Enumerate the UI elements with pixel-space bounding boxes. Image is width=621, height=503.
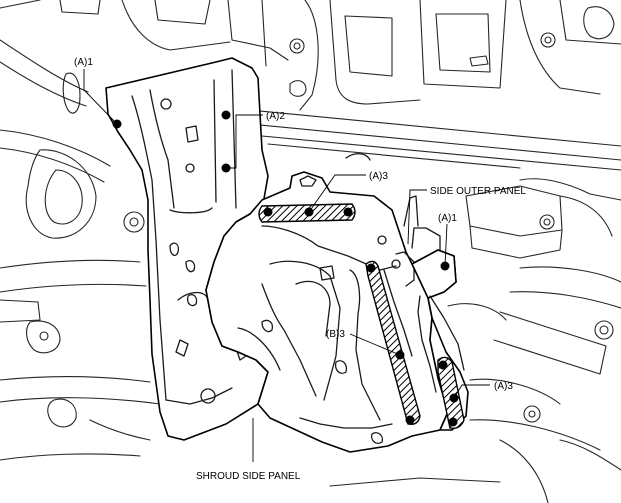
leader-a3-top [308, 174, 366, 213]
leader-a2 [226, 114, 263, 169]
label-a1-right: (A)1 [438, 213, 457, 224]
leader-side-outer-panel [407, 189, 427, 245]
weld-point-a3-top-1 [263, 207, 273, 217]
shroud-side-bracket [105, 57, 269, 441]
leader-a1-right [444, 223, 448, 267]
weld-point-a3-bottom-1 [438, 360, 448, 370]
label-side-outer-panel: SIDE OUTER PANEL [430, 186, 526, 197]
weld-point-b3-3 [405, 415, 415, 425]
label-a2: (A)2 [266, 111, 285, 122]
label-a1-left: (A)1 [74, 57, 93, 68]
label-a3-top: (A)3 [369, 171, 388, 182]
callout-labels: (A)1 (A)2 (A)3 SIDE OUTER PANEL (A)1 (B)… [74, 57, 526, 482]
weld-point-b3-1 [366, 263, 376, 273]
weld-point-a2-upper [221, 110, 231, 120]
leader-lines [83, 69, 490, 462]
label-b3: (B)3 [326, 329, 345, 340]
leader-b3 [349, 333, 401, 356]
weld-band-a3-bottom [437, 356, 465, 430]
weld-point-a3-top-3 [343, 207, 353, 217]
weld-point-a3-bottom-3 [448, 417, 458, 427]
leader-a3-bottom [453, 384, 490, 399]
label-shroud-side-panel: SHROUD SIDE PANEL [196, 471, 301, 482]
leader-a1-left [83, 69, 118, 125]
label-a3-bottom: (A)3 [494, 381, 513, 392]
